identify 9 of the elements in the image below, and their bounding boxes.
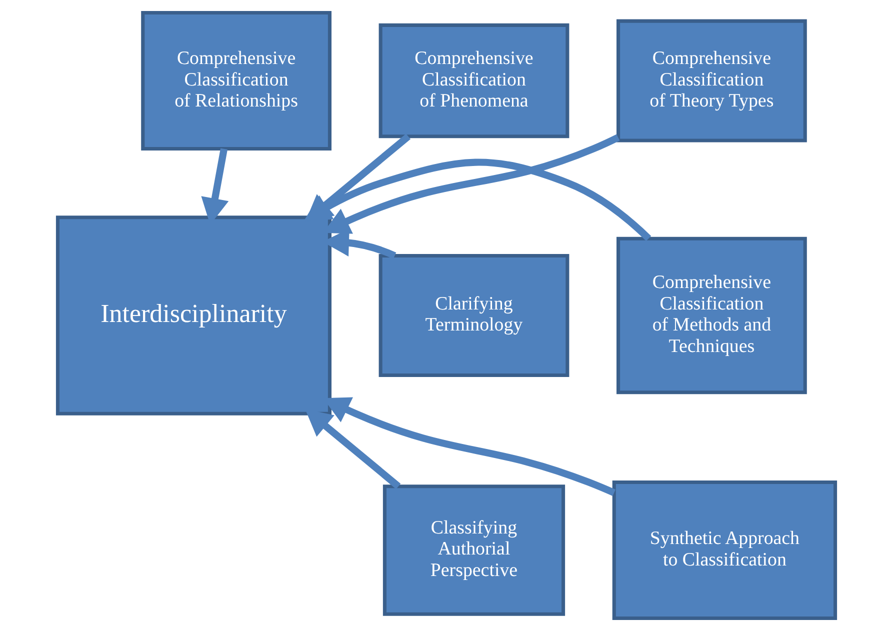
node-box: Comprehensive Classification of Theory Types bbox=[616, 19, 806, 142]
node-box: Comprehensive Classification of Relationships bbox=[140, 10, 331, 151]
node-box: Comprehensive Classification of Phenomena bbox=[378, 23, 569, 138]
node-box: Classifying Authorial Perspective bbox=[382, 484, 565, 616]
node-box: Synthetic Approach to Classification bbox=[612, 480, 837, 620]
arrow bbox=[304, 409, 400, 490]
node-box: Comprehensive Classification of Methods and Techniques bbox=[616, 236, 806, 394]
node-box: Clarifying Terminology bbox=[378, 254, 569, 377]
node-box: Interdisciplinarity bbox=[55, 216, 331, 416]
